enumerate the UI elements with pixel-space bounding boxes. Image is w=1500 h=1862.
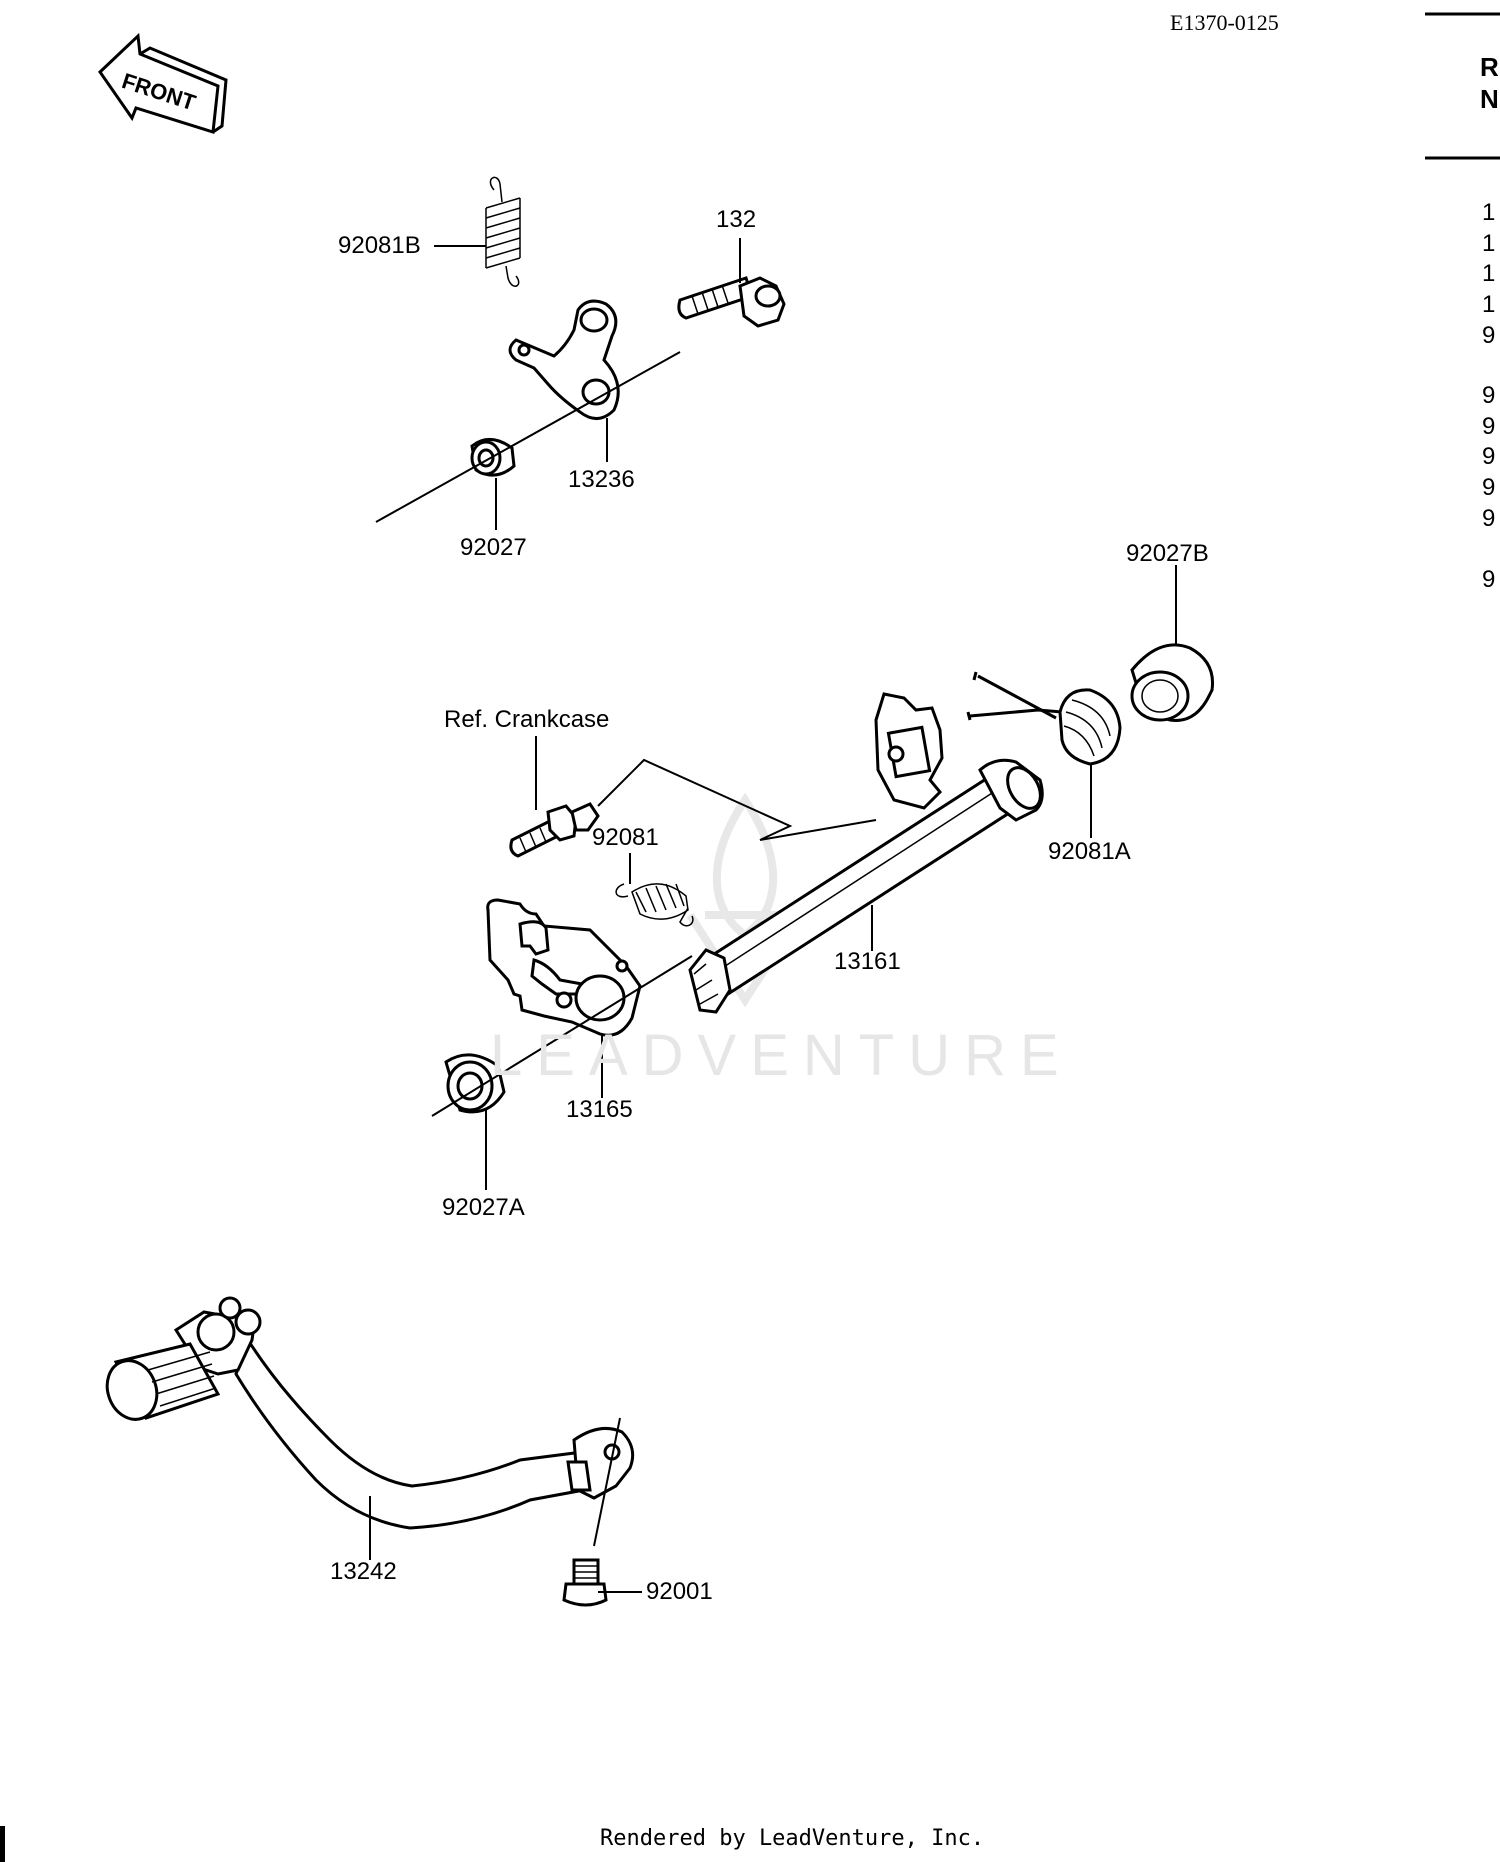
axis-line-bottom xyxy=(593,1417,621,1547)
plate-13165-icon xyxy=(486,898,642,1037)
row-number: 1 xyxy=(1482,291,1496,318)
part-label-ref-crankcase: Ref. Crankcase xyxy=(444,706,610,733)
row-number: 9 xyxy=(1482,566,1496,593)
row-number: 1 xyxy=(1482,199,1496,226)
crankcase-pin-icon xyxy=(509,802,600,858)
part-label-132: 132 xyxy=(716,206,757,233)
row-number: 9 xyxy=(1482,474,1496,501)
row-number: 9 xyxy=(1482,382,1496,409)
watermark-text: LEADVENTURE xyxy=(490,1023,1073,1088)
ref-crankcase-bracket-line xyxy=(597,758,877,841)
part-label-92081B: 92081B xyxy=(338,232,421,259)
row-number: 9 xyxy=(1482,443,1496,470)
axis-line-top xyxy=(375,351,681,523)
page-edge-mark xyxy=(0,1826,5,1862)
axis-line-middle xyxy=(431,955,693,1117)
right-column-header-1: R xyxy=(1480,52,1499,82)
row-number: 1 xyxy=(1482,260,1496,287)
washer-92027-icon xyxy=(470,438,516,477)
bolt-132-icon xyxy=(677,276,786,328)
row-number: 9 xyxy=(1482,505,1496,532)
part-label-92081: 92081 xyxy=(592,824,659,851)
front-arrow-icon xyxy=(98,32,228,134)
part-label-13236: 13236 xyxy=(568,466,635,493)
part-label-92081A: 92081A xyxy=(1048,838,1131,865)
row-number: 9 xyxy=(1482,322,1496,349)
right-column-header-2: N xyxy=(1480,84,1499,114)
spring-92081-icon xyxy=(615,883,694,927)
part-label-92027A: 92027A xyxy=(442,1194,525,1221)
shift-shaft-13161-icon xyxy=(688,692,1044,1014)
spring-92081A-icon xyxy=(966,671,1122,766)
part-label-92027: 92027 xyxy=(460,534,527,561)
bolt-92001-icon xyxy=(562,1558,608,1607)
shift-pedal-13242-icon xyxy=(105,1296,635,1530)
footer-credit: Rendered by LeadVenture, Inc. xyxy=(600,1826,985,1851)
part-label-13242: 13242 xyxy=(330,1558,397,1585)
bracket-13236-icon xyxy=(508,299,620,420)
part-label-92001: 92001 xyxy=(646,1578,713,1605)
row-number: 9 xyxy=(1482,413,1496,440)
part-label-13161: 13161 xyxy=(834,948,901,975)
bushing-92027B-icon xyxy=(1130,643,1215,722)
part-label-92027B: 92027B xyxy=(1126,540,1209,567)
diagram-code: E1370-0125 xyxy=(1170,10,1279,35)
part-label-13165: 13165 xyxy=(566,1096,633,1123)
spring-92081B-icon xyxy=(485,176,521,287)
row-number: 1 xyxy=(1482,230,1496,257)
